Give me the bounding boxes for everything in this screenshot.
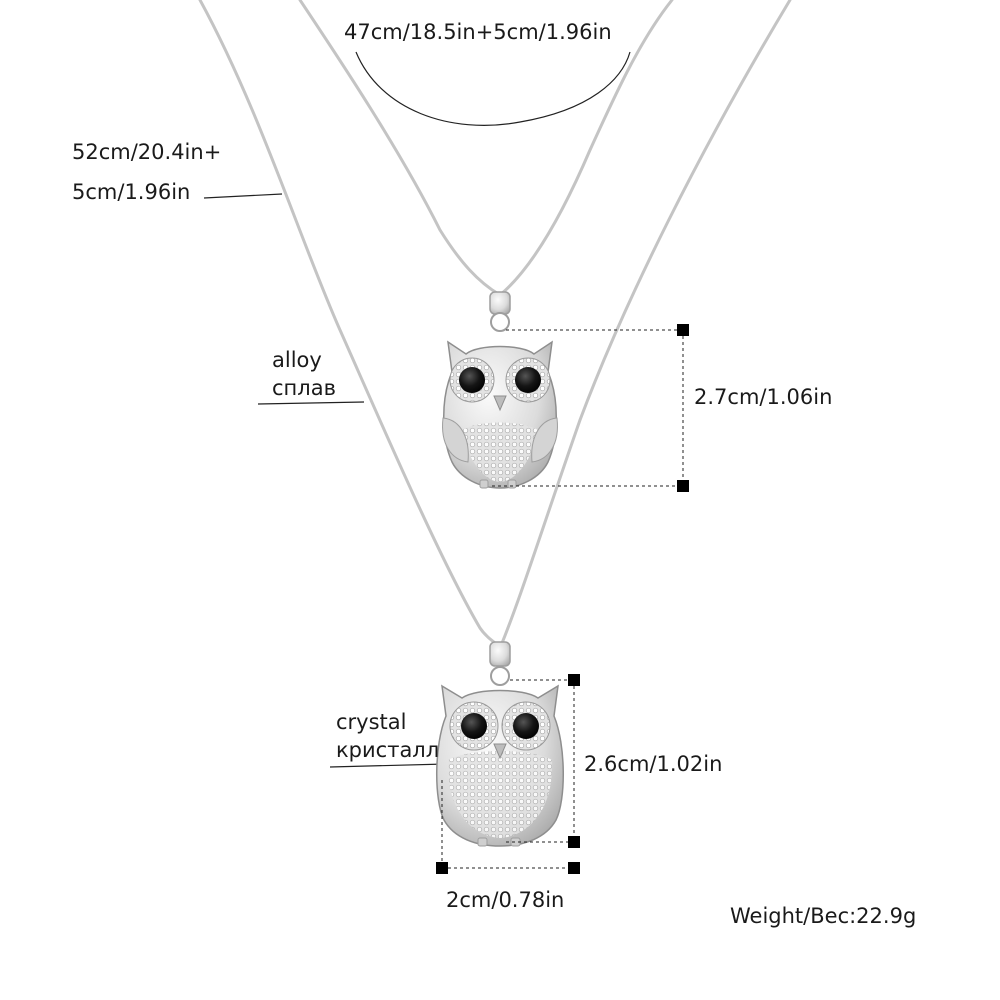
outer-chain-leader — [203, 193, 283, 199]
upper-pendant-height-label: 2.7cm/1.06in — [694, 385, 833, 409]
stone-label-ru: кристалл — [336, 738, 440, 762]
inner-chain-leader — [355, 51, 631, 126]
lower-width-dimension — [436, 780, 580, 874]
inner-chain-length-label: 47cm/18.5in+5cm/1.96in — [344, 20, 612, 44]
lower-height-dimension — [506, 674, 580, 848]
material-label-en: alloy — [272, 348, 322, 372]
material-leader — [257, 401, 365, 405]
upper-height-dimension — [492, 324, 689, 492]
upper-owl-left-eye — [459, 367, 485, 393]
inner-chain — [298, 0, 674, 297]
lower-owl-pendant — [435, 641, 565, 847]
lower-owl-left-eye — [461, 713, 487, 739]
outer-chain-length-label-line2: 5cm/1.96in — [72, 180, 191, 204]
stone-leader — [329, 763, 447, 768]
material-label-ru: сплав — [272, 376, 336, 400]
upper-owl-right-eye — [515, 367, 541, 393]
lower-pendant-width-label: 2cm/0.78in — [446, 888, 565, 912]
lower-owl-right-eye — [513, 713, 539, 739]
outer-chain — [198, 0, 792, 650]
lower-pendant-height-label: 2.6cm/1.02in — [584, 752, 723, 776]
upper-owl-pendant — [442, 291, 558, 489]
stone-label-en: crystal — [336, 710, 407, 734]
weight-label: Weight/Вес:22.9g — [730, 904, 917, 928]
outer-chain-length-label-line1: 52cm/20.4in+ — [72, 140, 222, 164]
